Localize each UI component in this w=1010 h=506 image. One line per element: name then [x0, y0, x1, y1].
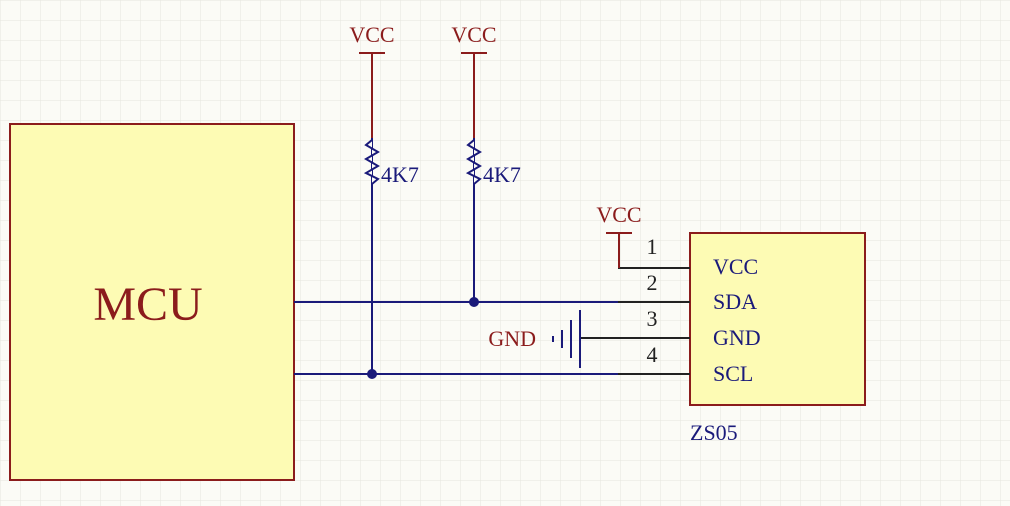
pin-name-sda: SDA [713, 289, 757, 314]
gnd-label: GND [488, 326, 536, 351]
junction-sda [469, 297, 479, 307]
pin-name-scl: SCL [713, 361, 753, 386]
sensor-designator: ZS05 [690, 420, 738, 445]
resistor-1 [363, 138, 380, 185]
pin-number-3: 3 [647, 306, 658, 331]
mcu-block [9, 123, 295, 481]
vcc-label-1: VCC [349, 22, 394, 47]
pin-number-1: 1 [647, 234, 658, 259]
ground-symbol [552, 310, 581, 368]
mcu-label: MCU [93, 278, 202, 331]
pin-number-2: 2 [647, 270, 658, 295]
power-symbols [359, 52, 632, 268]
vcc-symbol-1 [359, 52, 385, 138]
junction-scl [367, 369, 377, 379]
sensor-pin-stubs [580, 267, 690, 375]
pin-name-vcc: VCC [713, 254, 758, 279]
vcc-label-2: VCC [451, 22, 496, 47]
resistor-value-1: 4K7 [381, 162, 419, 187]
pin-number-4: 4 [647, 342, 658, 367]
vcc-label-3: VCC [596, 202, 641, 227]
pin-name-gnd: GND [713, 325, 761, 350]
vcc-symbol-3 [606, 232, 632, 268]
resistors [363, 138, 482, 185]
sensor-block [689, 232, 866, 406]
vcc-symbol-2 [461, 52, 487, 138]
resistor-2 [465, 138, 482, 185]
resistor-value-2: 4K7 [483, 162, 521, 187]
